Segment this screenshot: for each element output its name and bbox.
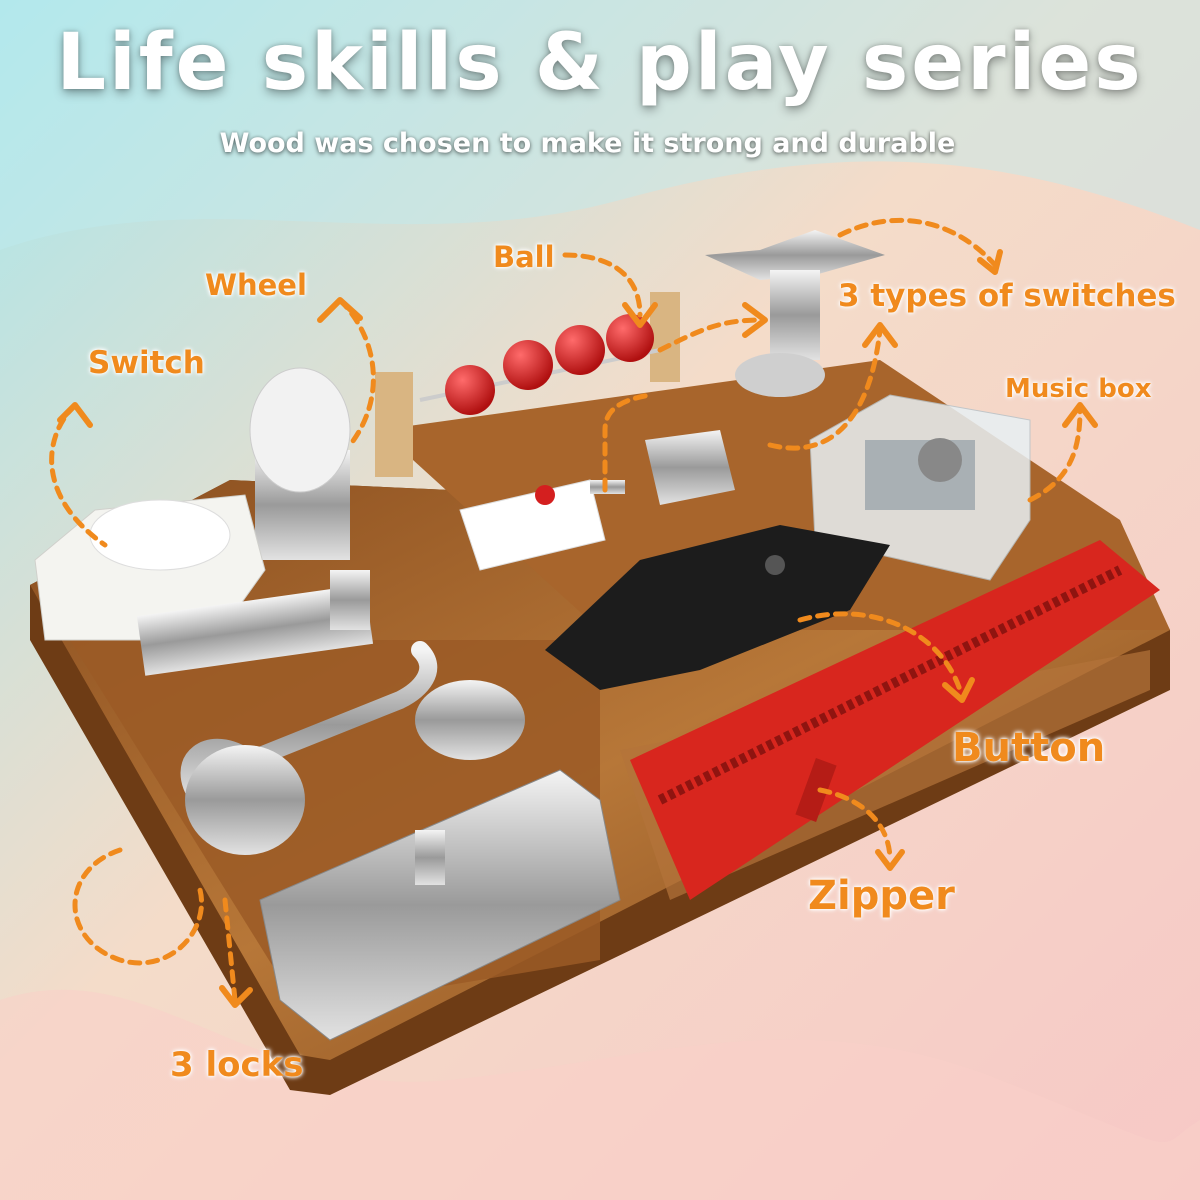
callout-locks: 3 locks xyxy=(170,1045,304,1085)
leather-snap-strap xyxy=(545,525,890,690)
slide-bolt-lock xyxy=(136,570,374,676)
barrel-bolt-lock xyxy=(259,769,621,1041)
callout-zipper: Zipper xyxy=(808,873,955,919)
hook-lock xyxy=(180,641,525,855)
headline: Life skills & play series xyxy=(56,18,1144,108)
subheadline: Wood was chosen to make it strong and du… xyxy=(219,128,956,159)
abacus-beads xyxy=(375,292,680,477)
caster-wheel xyxy=(249,367,351,560)
callout-switch: Switch xyxy=(88,345,205,381)
rocker-switch xyxy=(34,494,266,641)
callout-wheel: Wheel xyxy=(205,268,307,302)
faucet-switch xyxy=(705,230,885,397)
callout-ball: Ball xyxy=(493,240,555,274)
red-zipper xyxy=(630,540,1160,900)
callout-music-box: Music box xyxy=(1005,374,1152,404)
music-box xyxy=(809,394,1031,581)
push-latch xyxy=(459,430,735,571)
callout-switches: 3 types of switches xyxy=(838,278,1176,314)
callout-button: Button xyxy=(952,725,1106,771)
